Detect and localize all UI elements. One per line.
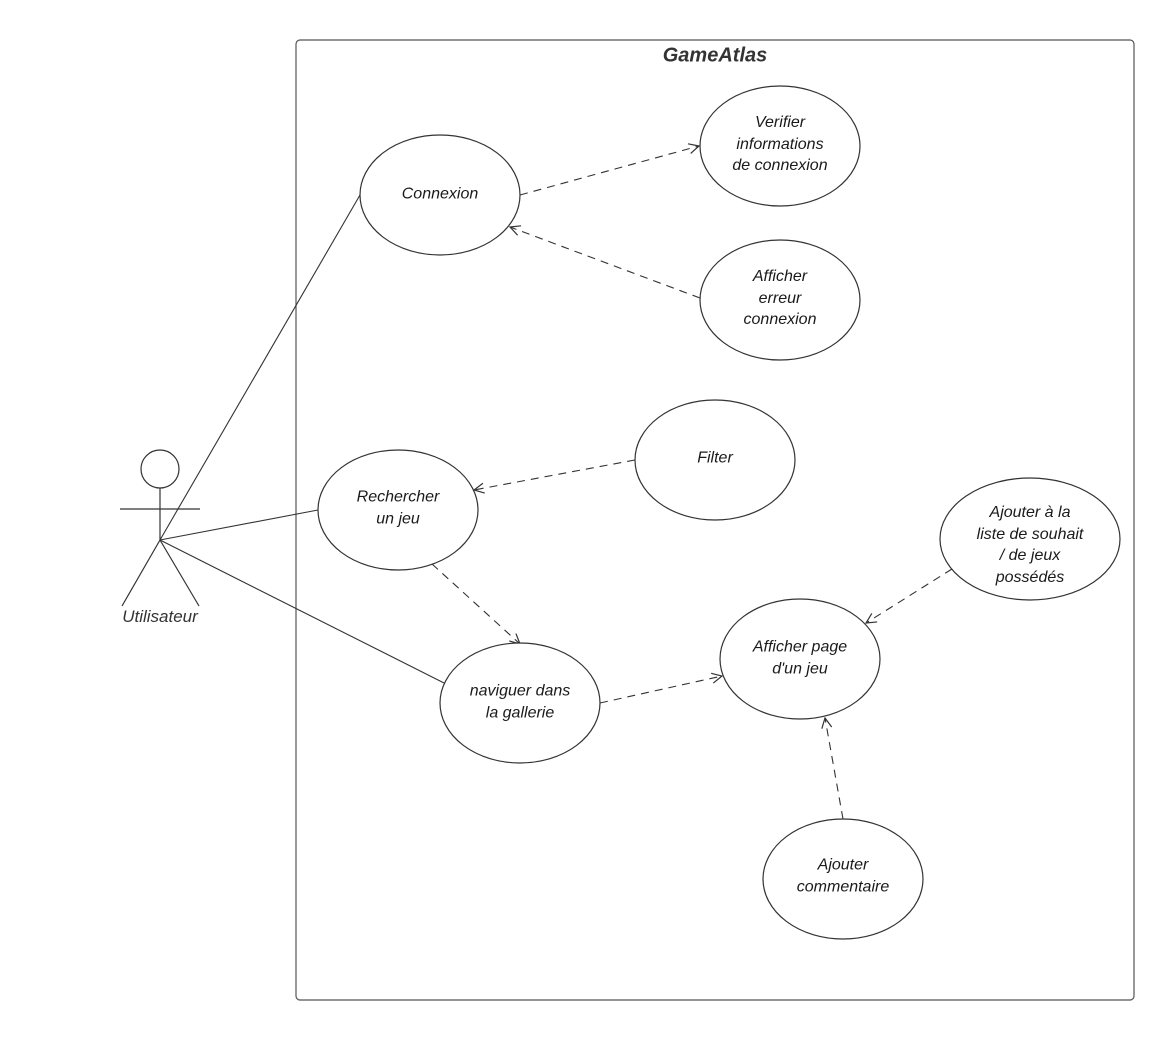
use-case-afficher-page: [719, 598, 881, 720]
label-rechercher: Rechercher un jeu: [356, 488, 440, 528]
actor-label: Utilisateur: [122, 607, 198, 626]
use-case-ajouter-liste: [939, 477, 1121, 601]
use-case-verifier: [699, 85, 861, 207]
actor-figure: [120, 449, 200, 607]
dependency-filter-rechercher: [474, 459, 636, 490]
actor-left-leg: [121, 539, 161, 607]
system-boundary: [295, 39, 1135, 1001]
actor-head: [140, 449, 180, 489]
use-case-rechercher: [317, 449, 479, 571]
label-connexion: Connexion: [401, 185, 479, 203]
dependency-erreur-connexion: [510, 227, 701, 299]
association-connexion: [159, 194, 361, 541]
dependency-connexion-verifier: [519, 146, 699, 196]
label-ajouter-commentaire: Ajouter commentaire: [796, 856, 890, 896]
use-case-filter: [634, 399, 796, 521]
label-naviguer: naviguer dans la gallerie: [469, 682, 571, 722]
dependency-rechercher-naviguer: [431, 563, 520, 644]
use-case-naviguer: [439, 642, 601, 764]
dependency-naviguer-afficher-page: [599, 676, 722, 704]
actor-right-leg: [159, 539, 200, 607]
association-naviguer: [159, 539, 445, 684]
label-filter: Filter: [697, 449, 733, 467]
label-afficher-page: Afficher page d'un jeu: [752, 638, 848, 678]
association-rechercher: [159, 509, 319, 541]
use-case-afficher-erreur: [699, 239, 861, 361]
use-case-ajouter-commentaire: [762, 818, 924, 940]
dependency-ajouter-liste-afficher-page: [866, 568, 953, 623]
label-ajouter-liste: Ajouter à la liste de souhait / de jeux …: [976, 504, 1084, 586]
label-verifier: Verifier informations de connexion: [732, 113, 828, 174]
dependency-commentaire-afficher-page: [825, 718, 844, 820]
label-afficher-erreur: Afficher erreur connexion: [743, 267, 817, 328]
system-title: GameAtlas: [662, 44, 768, 67]
use-case-connexion: [359, 134, 521, 256]
